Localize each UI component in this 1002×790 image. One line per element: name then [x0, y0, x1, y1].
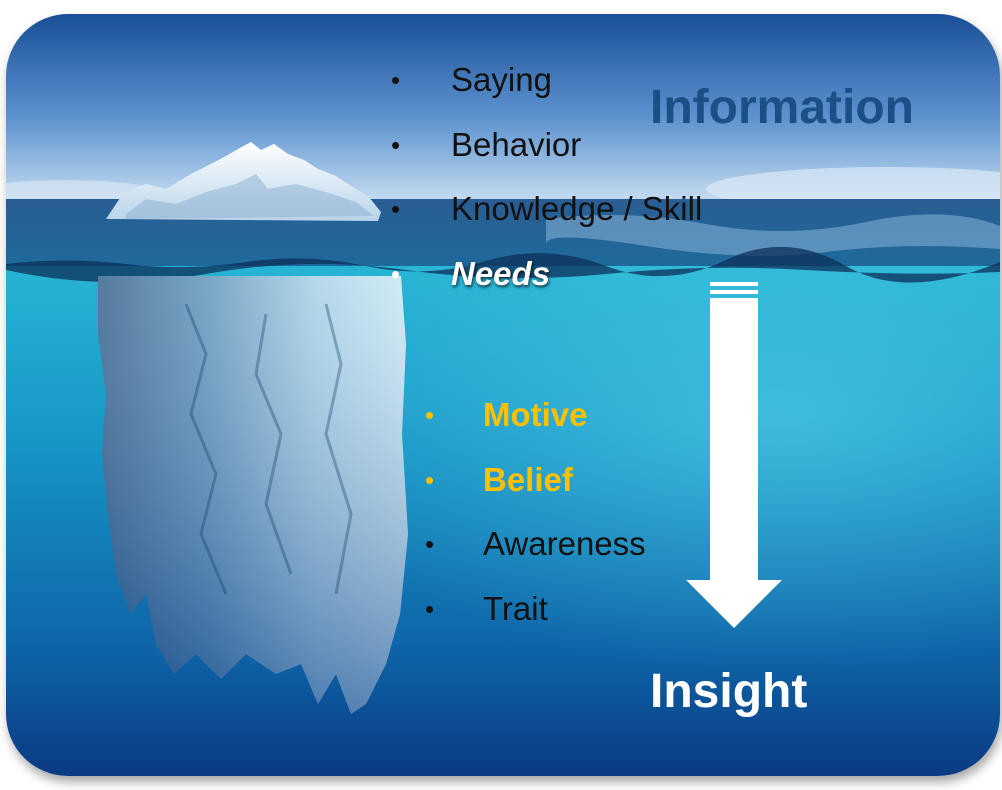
down-arrow-icon: [686, 282, 782, 628]
bullet-icon: •: [425, 529, 435, 559]
list-item-label: Needs: [451, 254, 551, 292]
waterline: [6, 246, 1000, 283]
bullet-icon: •: [425, 593, 435, 624]
list-item-label: Trait: [483, 589, 548, 627]
bullet-icon: •: [425, 464, 435, 495]
list-item-label: Knowledge / Skill: [451, 190, 703, 227]
list-item-label: Awareness: [483, 525, 646, 562]
list-item-label: Belief: [483, 460, 573, 498]
information-label: Information: [650, 81, 914, 134]
cloud-haze-left: [6, 180, 156, 204]
list-item-label: Saying: [451, 61, 552, 98]
iceberg-diagram-frame: • Saying • Behavior • Knowledge / Skill …: [6, 14, 1000, 776]
list-item-label: Behavior: [451, 125, 582, 163]
iceberg-scene: [6, 14, 1000, 776]
bullet-icon: •: [425, 400, 435, 430]
insight-label: Insight: [650, 665, 808, 718]
iceberg-tip-shade: [126, 174, 374, 219]
iceberg-texture: [184, 303, 353, 595]
bullet-icon: •: [391, 258, 401, 289]
list-item-label: Motive: [483, 396, 588, 433]
bullet-icon: •: [391, 194, 401, 224]
iceberg-submerged-shade: [98, 276, 408, 714]
bullet-icon: •: [391, 65, 401, 95]
bullet-icon: •: [391, 129, 401, 160]
surface-highlights: [546, 214, 1000, 256]
